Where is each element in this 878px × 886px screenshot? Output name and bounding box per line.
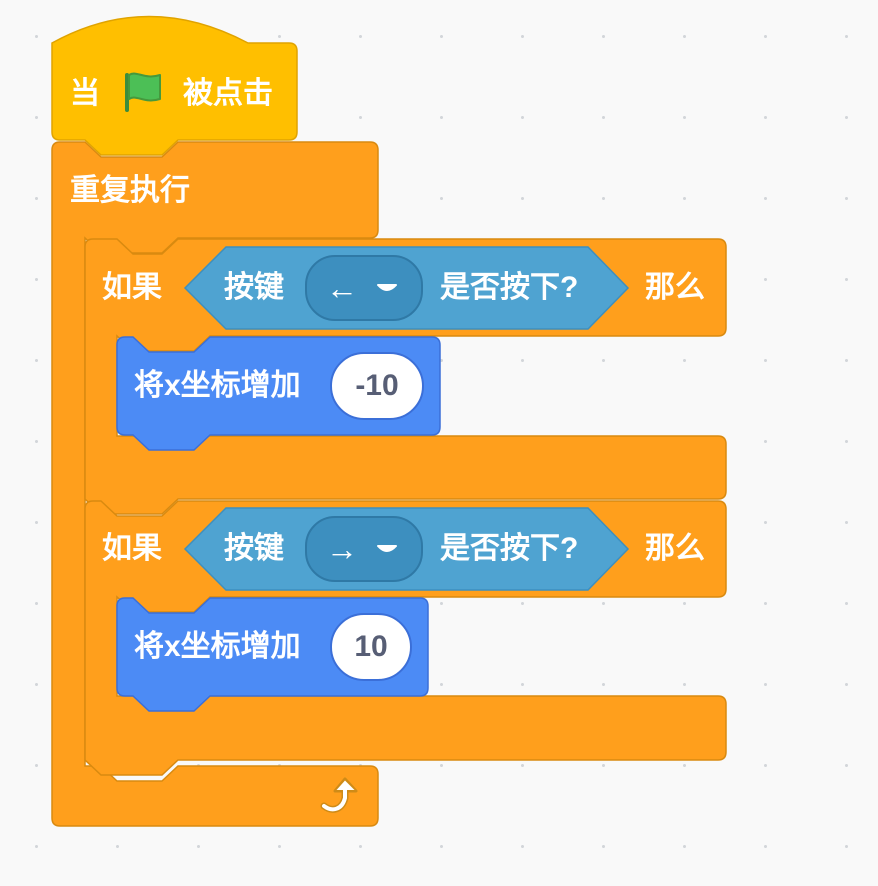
then-label-1: 那么 [645,271,705,304]
sensor-suffix-label-1: 是否按下? [440,271,579,304]
if-label-1: 如果 [102,271,162,304]
if-label-2: 如果 [102,532,162,565]
dropdown-arrow-icon [377,545,397,552]
green-flag-icon [125,72,161,112]
sensor-prefix-label-2: 按键 [224,532,284,565]
forever-label: 重复执行 [70,174,190,207]
hat-suffix-label: 被点击 [183,77,273,110]
change-x-label-1: 将x坐标增加 [134,369,301,402]
dropdown-arrow-icon [377,284,397,291]
key-value-1: ← [326,270,358,306]
sensor-suffix-label-2: 是否按下? [440,532,579,565]
key-dropdown-2[interactable] [305,516,423,582]
change-x-value-input-1[interactable] [330,352,424,420]
change-x-value-2: 10 [354,630,388,663]
then-label-2: 那么 [645,532,705,565]
change-x-value-input-2[interactable] [330,613,412,681]
key-dropdown-1[interactable] [305,255,423,321]
change-x-value-1: -10 [355,369,399,402]
when-flag-clicked-block[interactable] [51,15,298,156]
sensor-prefix-label-1: 按键 [224,271,284,304]
loop-arrow-icon [320,777,358,813]
change-x-label-2: 将x坐标增加 [134,630,301,663]
key-value-2: → [326,531,358,567]
hat-prefix-label: 当 [70,77,100,110]
